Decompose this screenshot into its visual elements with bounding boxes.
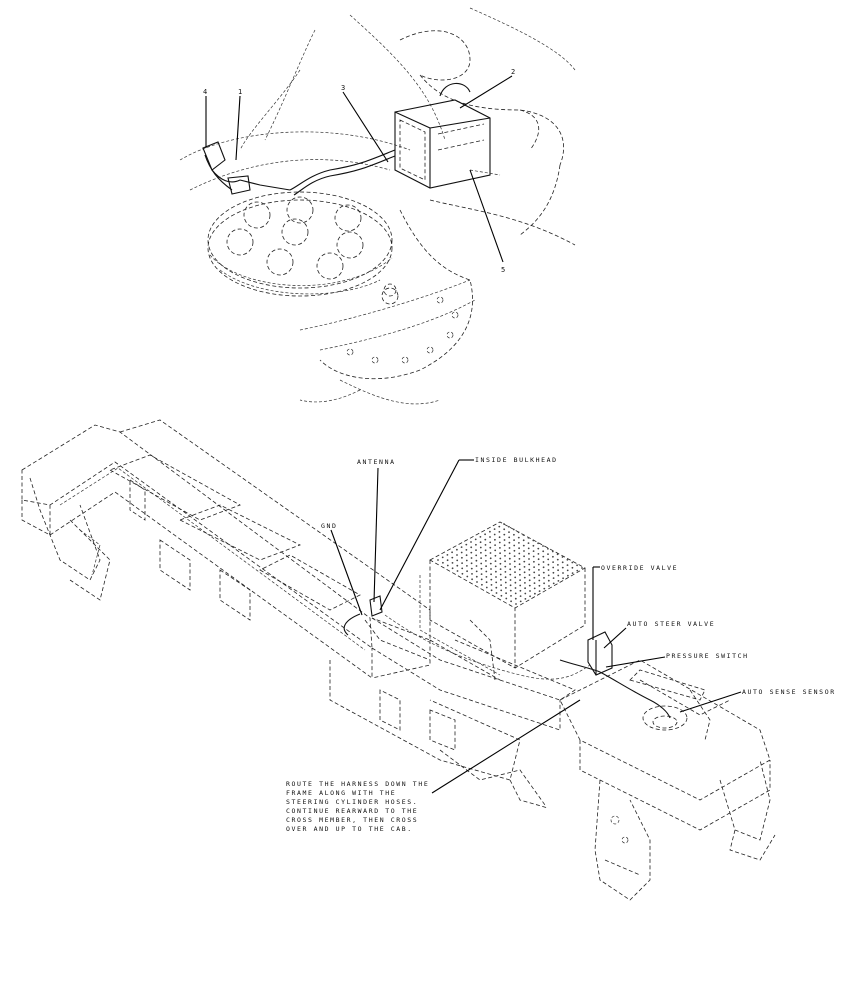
detail-view-leaders: [205, 75, 513, 263]
leader-routing-note: [431, 699, 581, 794]
leader-pressure-switch: [605, 656, 666, 668]
detail-view-illustration: [179, 7, 576, 405]
routing-note-line: FRAME ALONG WITH THE: [286, 789, 396, 797]
chassis-illustration: [21, 419, 776, 901]
leader-auto-steer-valve: [603, 627, 627, 649]
callout-1: 1: [238, 88, 242, 96]
leader-1: [235, 95, 241, 161]
label-auto-steer-valve: AUTO STEER VALVE: [627, 620, 715, 628]
chassis-labels: ANTENNA INSIDE BULKHEAD GND OVERRIDE VAL…: [321, 456, 836, 696]
leader-2: [459, 75, 513, 109]
callout-5: 5: [501, 266, 505, 274]
leader-gnd: [330, 529, 363, 616]
chassis-leaders: [330, 459, 742, 794]
callout-4: 4: [203, 88, 207, 96]
label-gnd: GND: [321, 522, 338, 530]
routing-note-line: ROUTE THE HARNESS DOWN THE: [286, 780, 429, 788]
leader-inside-bulkhead: [379, 459, 460, 611]
routing-note-line: CROSS MEMBER, THEN CROSS: [286, 816, 418, 824]
leader-antenna: [373, 467, 379, 603]
battery-box-perforations: [437, 523, 583, 605]
routing-note-line: CONTINUE REARWARD TO THE: [286, 807, 418, 815]
routing-note: ROUTE THE HARNESS DOWN THE FRAME ALONG W…: [286, 780, 429, 833]
routing-note-line: OVER AND UP TO THE CAB.: [286, 825, 413, 833]
routing-note-line: STEERING CYLINDER HOSES.: [286, 798, 418, 806]
leader-5: [469, 169, 504, 263]
label-inside-bulkhead: INSIDE BULKHEAD: [475, 456, 558, 464]
callout-3: 3: [341, 84, 345, 92]
label-auto-sense-sensor: AUTO SENSE SENSOR: [742, 688, 836, 696]
label-antenna: ANTENNA: [357, 458, 396, 466]
callout-2: 2: [511, 68, 515, 76]
label-pressure-switch: PRESSURE SWITCH: [666, 652, 749, 660]
detail-view-callouts: 4 1 3 2 5: [203, 68, 515, 274]
label-override-valve: OVERRIDE VALVE: [601, 564, 678, 572]
leader-3: [342, 91, 389, 163]
leader-auto-sense-sensor: [679, 691, 742, 713]
